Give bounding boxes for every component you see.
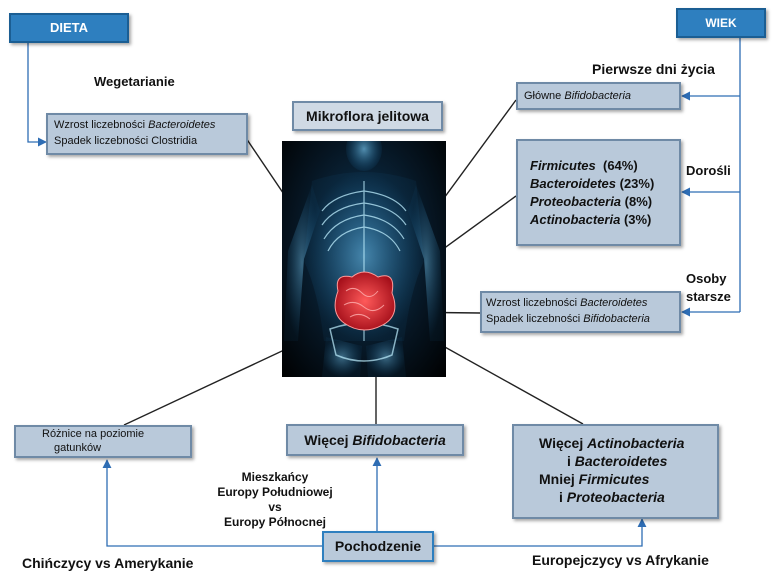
adults-box: Firmicutes (64%) Bacteroidetes (23%) Pro… [516,139,681,246]
adults-label: Dorośli [686,163,731,178]
adults-row: Bacteroidetes (23%) [530,176,655,191]
first-days-label: Pierwsze dni życia [592,61,715,77]
elderly-label-line2: starsze [686,289,731,304]
diet-header: DIETA [9,13,129,43]
bifido-box: Więcej Bifidobacteria [286,424,464,456]
diet-arrow [27,43,47,147]
africa-box: Więcej Actinobacteria i Bacteroidetes Mn… [512,424,719,519]
vegetarians-label: Wegetarianie [94,74,175,89]
center-title: Mikroflora jelitowa [292,101,443,131]
human-body-illustration [282,141,446,377]
adults-row: Firmicutes (64%) [530,158,638,173]
age-header: WIEK [676,8,766,38]
origin-header: Pochodzenie [322,531,434,562]
origin-arrow-left [102,459,322,547]
species-box: Różnice na poziomie gatunków [14,425,192,458]
diet-box: Wzrost liczebności Bacteroidetes Spadek … [46,113,248,155]
elderly-box: Wzrost liczebności Bacteroidetes Spadek … [480,291,681,333]
europeans-vs-africans-label: Europejczycy vs Afrykanie [532,552,709,568]
chinese-vs-americans-label: Chińczycy vs Amerykanie [22,555,194,571]
adults-row: Proteobacteria (8%) [530,194,653,209]
adults-row: Actinobacteria (3%) [530,212,652,227]
europe-south-north-label: Mieszkańcy Europy Południowej vs Europy … [217,470,333,529]
first-days-box: Główne Bifidobacteria [516,82,681,110]
elderly-label-line1: Osoby [686,271,727,286]
origin-arrow-right [433,518,647,547]
